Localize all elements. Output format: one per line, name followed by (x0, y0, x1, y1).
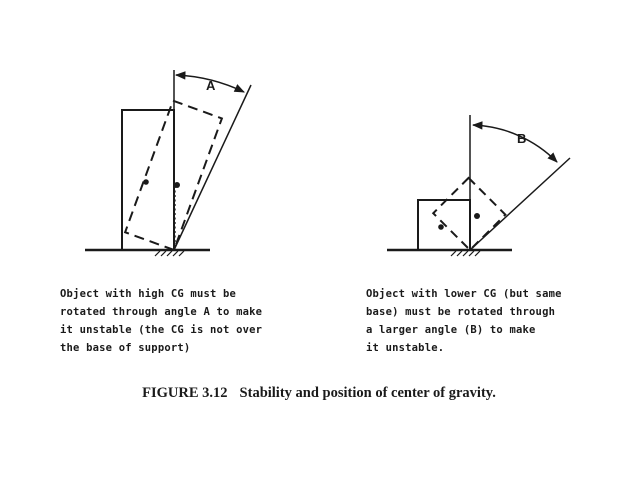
right-ground-hatch (450, 250, 481, 257)
right-tilted-block (431, 176, 507, 252)
left-caption: Object with high CG must be rotated thro… (60, 285, 262, 357)
right-caption-line: Object with lower CG (but same (366, 288, 562, 300)
left-tilted-block (123, 99, 224, 252)
right-panel (387, 115, 571, 257)
figure-caption: FIGURE 3.12 Stability and position of cen… (0, 385, 638, 402)
left-caption-line: rotated through angle A to make (60, 306, 263, 318)
right-caption-line: it unstable. (366, 342, 445, 354)
right-angle-arc (471, 121, 558, 163)
left-caption-line: Object with high CG must be (60, 288, 237, 300)
left-upright-block (121, 109, 175, 251)
figure-caption-text: Stability and position of center of grav… (239, 385, 496, 401)
right-cg-dot-upright (438, 224, 444, 230)
left-angle-arc (174, 71, 245, 93)
right-angle-label: B (517, 131, 526, 146)
left-ground-hatch (154, 250, 185, 257)
left-caption-line: the base of support) (60, 342, 191, 354)
right-cg-dot-tilted (474, 213, 480, 219)
left-rotated-reference (173, 84, 252, 251)
figure-number: FIGURE 3.12 (142, 385, 228, 401)
left-panel (85, 70, 252, 257)
right-caption-line: base) must be rotated through (366, 306, 556, 318)
left-angle-label: A (206, 78, 216, 93)
right-caption: Object with lower CG (but same base) mus… (366, 285, 562, 357)
left-cg-dot-tilted (174, 182, 180, 188)
right-rotated-reference (469, 157, 571, 251)
left-cg-dot-upright (143, 179, 149, 185)
left-caption-line: it unstable (the CG is not over (60, 324, 263, 336)
right-caption-line: a larger angle (B) to make (366, 324, 536, 336)
